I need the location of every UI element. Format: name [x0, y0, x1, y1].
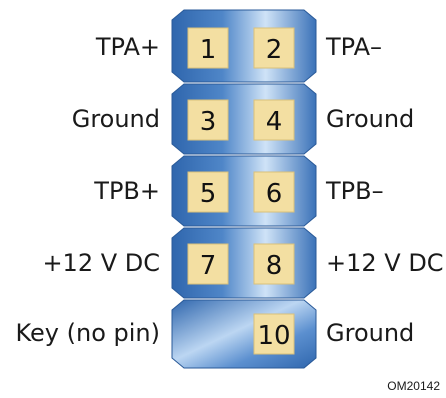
pin-5: 5 — [187, 171, 229, 213]
label-pin-2: TPA– — [325, 33, 382, 61]
figure-code: OM20142 — [387, 379, 440, 393]
pin-8-number: 8 — [266, 251, 283, 281]
label-pin-4: Ground — [326, 105, 414, 133]
pin-10-number: 10 — [257, 321, 290, 351]
pin-3: 3 — [187, 99, 229, 141]
pin-8: 8 — [253, 243, 295, 285]
label-pin-3: Ground — [72, 105, 160, 133]
label-pin-6: TPB– — [325, 177, 384, 205]
pin-2: 2 — [253, 27, 295, 69]
pin-6: 6 — [253, 171, 295, 213]
pin-2-number: 2 — [266, 35, 283, 65]
label-pin-8: +12 V DC — [326, 249, 444, 277]
pin-1-number: 1 — [200, 35, 217, 65]
pin-1: 1 — [187, 27, 229, 69]
label-pin-1: TPA+ — [95, 33, 160, 61]
pin-7: 7 — [187, 243, 229, 285]
pin-7-number: 7 — [200, 251, 217, 281]
label-pin-7: +12 V DC — [42, 249, 160, 277]
label-pin-5: TPB+ — [93, 177, 160, 205]
pin-5-number: 5 — [200, 179, 217, 209]
pin-10: 10 — [253, 313, 295, 355]
pin-3-number: 3 — [200, 107, 217, 137]
pin-4: 4 — [253, 99, 295, 141]
label-key-position: Key (no pin) — [15, 319, 160, 347]
label-pin-10: Ground — [326, 319, 414, 347]
pin-4-number: 4 — [266, 107, 283, 137]
pin-6-number: 6 — [266, 179, 283, 209]
